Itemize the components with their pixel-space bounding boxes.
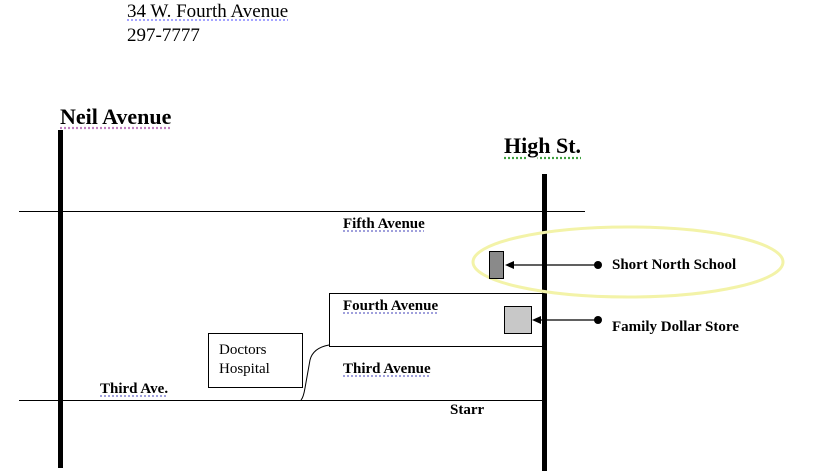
address-street: 34 W. Fourth Avenue bbox=[127, 1, 289, 22]
school-pointer bbox=[505, 261, 602, 269]
fifth-avenue-line bbox=[19, 211, 585, 212]
school-highlight-ellipse bbox=[471, 225, 785, 299]
short-north-school-marker bbox=[489, 251, 504, 279]
store-pointer bbox=[532, 316, 602, 324]
store-pointer-dot bbox=[594, 316, 602, 324]
school-pointer-dot bbox=[594, 261, 602, 269]
high-street-line bbox=[542, 174, 547, 471]
address-phone: 297-7777 bbox=[127, 25, 200, 46]
hospital-line-2: Hospital bbox=[219, 361, 270, 377]
hospital-connector-curve bbox=[300, 344, 330, 401]
family-dollar-store-label: Family Dollar Store bbox=[612, 319, 739, 335]
doctors-hospital-label: Doctors Hospital bbox=[219, 341, 270, 379]
neil-avenue-line bbox=[58, 130, 63, 468]
hospital-line-1: Doctors bbox=[219, 342, 267, 358]
family-dollar-store-marker bbox=[504, 306, 532, 334]
third-avenue-label: Third Avenue bbox=[343, 361, 431, 377]
third-avenue-line bbox=[19, 400, 542, 401]
high-street-title: High St. bbox=[504, 133, 582, 158]
doctors-hospital-box bbox=[208, 333, 303, 388]
neil-avenue-title: Neil Avenue bbox=[60, 104, 172, 129]
short-north-school-label: Short North School bbox=[612, 257, 737, 273]
starr-label: Starr bbox=[450, 402, 485, 418]
fourth-avenue-label: Fourth Avenue bbox=[343, 298, 439, 314]
fifth-avenue-label: Fifth Avenue bbox=[343, 216, 425, 232]
third-ave-short-label: Third Ave. bbox=[100, 381, 169, 397]
